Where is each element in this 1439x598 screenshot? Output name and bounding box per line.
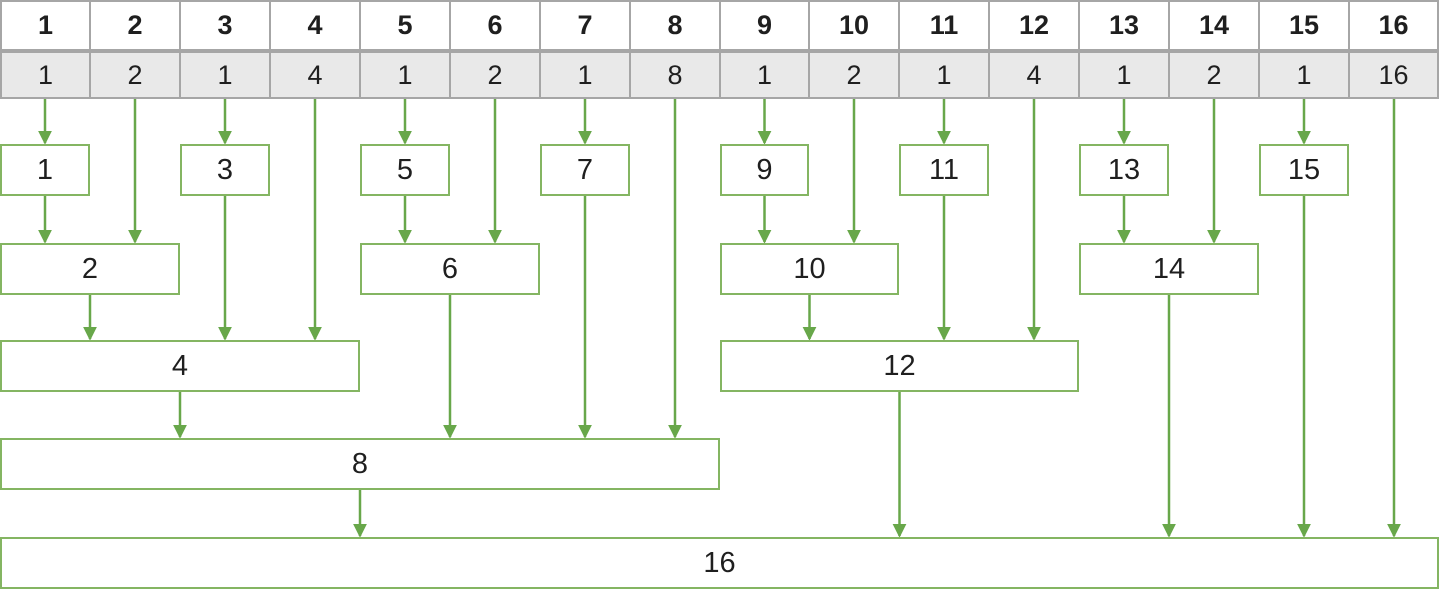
node-box-16: 16 xyxy=(0,537,1439,589)
lowbit-cell-8: 8 xyxy=(631,53,719,97)
node-box-7: 7 xyxy=(540,144,630,196)
node-box-13: 13 xyxy=(1079,144,1169,196)
node-label-4: 4 xyxy=(171,349,189,382)
lowbit-cell-16: 16 xyxy=(1350,53,1437,97)
lowbit-cell-5: 1 xyxy=(361,53,449,97)
header-cell-1: 1 xyxy=(2,2,89,49)
lowbit-cell-12: 4 xyxy=(990,53,1078,97)
lowbit-cell-1: 1 xyxy=(2,53,89,97)
header-cell-4: 4 xyxy=(271,2,359,49)
header-cell-15: 15 xyxy=(1260,2,1348,49)
header-cell-3: 3 xyxy=(181,2,269,49)
header-cell-2: 2 xyxy=(91,2,179,49)
node-box-14: 14 xyxy=(1079,243,1259,295)
lowbit-cell-6: 2 xyxy=(451,53,539,97)
header-cell-9: 9 xyxy=(721,2,808,49)
node-label-15: 15 xyxy=(1287,153,1321,186)
lowbit-cell-11: 1 xyxy=(900,53,988,97)
node-label-8: 8 xyxy=(351,447,369,480)
lowbit-cell-2: 2 xyxy=(91,53,179,97)
header-cell-6: 6 xyxy=(451,2,539,49)
lowbit-cell-14: 2 xyxy=(1170,53,1258,97)
node-box-5: 5 xyxy=(360,144,450,196)
node-box-1: 1 xyxy=(0,144,90,196)
node-box-15: 15 xyxy=(1259,144,1349,196)
lowbit-cell-7: 1 xyxy=(541,53,629,97)
header-cell-13: 13 xyxy=(1080,2,1168,49)
lowbit-cell-10: 2 xyxy=(810,53,898,97)
node-label-12: 12 xyxy=(883,349,916,382)
node-label-7: 7 xyxy=(576,153,594,186)
node-box-12: 12 xyxy=(720,340,1079,392)
node-label-16: 16 xyxy=(703,546,736,579)
node-box-8: 8 xyxy=(0,438,720,490)
node-box-9: 9 xyxy=(720,144,809,196)
node-box-4: 4 xyxy=(0,340,360,392)
node-label-13: 13 xyxy=(1107,153,1141,186)
lowbit-cell-9: 1 xyxy=(721,53,808,97)
header-cell-5: 5 xyxy=(361,2,449,49)
header-cell-16: 16 xyxy=(1350,2,1437,49)
node-label-6: 6 xyxy=(441,252,459,285)
node-label-5: 5 xyxy=(396,153,414,186)
node-label-9: 9 xyxy=(756,153,773,186)
node-label-3: 3 xyxy=(216,153,234,186)
node-box-2: 2 xyxy=(0,243,180,295)
lowbit-cell-3: 1 xyxy=(181,53,269,97)
header-cell-11: 11 xyxy=(900,2,988,49)
header-cell-10: 10 xyxy=(810,2,898,49)
node-label-1: 1 xyxy=(36,153,54,186)
lowbit-cell-15: 1 xyxy=(1260,53,1348,97)
header-cell-8: 8 xyxy=(631,2,719,49)
node-box-6: 6 xyxy=(360,243,540,295)
node-box-10: 10 xyxy=(720,243,899,295)
node-box-11: 11 xyxy=(899,144,989,196)
node-label-14: 14 xyxy=(1152,252,1186,285)
lowbit-cell-4: 4 xyxy=(271,53,359,97)
header-cell-12: 12 xyxy=(990,2,1078,49)
node-label-10: 10 xyxy=(793,252,826,285)
node-box-3: 3 xyxy=(180,144,270,196)
header-cell-7: 7 xyxy=(541,2,629,49)
node-label-11: 11 xyxy=(928,153,960,186)
node-label-2: 2 xyxy=(81,252,99,285)
header-cell-14: 14 xyxy=(1170,2,1258,49)
lowbit-cell-13: 1 xyxy=(1080,53,1168,97)
